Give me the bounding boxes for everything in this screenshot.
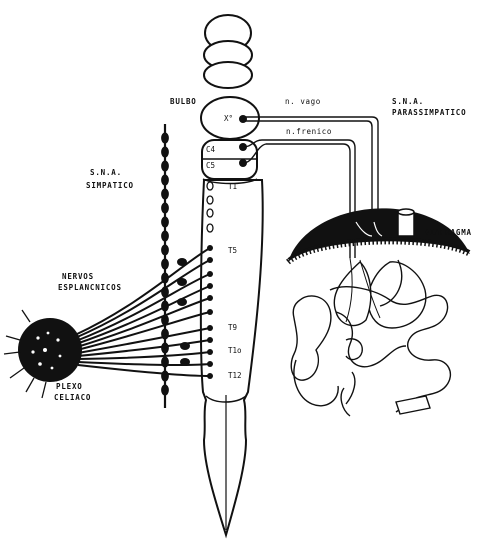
- label-t5: T5: [228, 246, 237, 255]
- thoracolumbar-cord: [201, 180, 263, 535]
- label-bulbo: BULBO: [170, 97, 197, 106]
- label-nervos: NERVOS: [62, 272, 94, 281]
- ascending-colon: [291, 296, 331, 380]
- spot: [31, 350, 34, 353]
- label-c4: C4: [206, 145, 216, 154]
- root-dot: [207, 361, 213, 367]
- stomach: [368, 262, 426, 328]
- root-dot: [207, 337, 213, 343]
- ring: [207, 182, 213, 190]
- label-t12: T12: [228, 371, 242, 380]
- root-dot: [207, 271, 213, 277]
- paravertebral-ganglion: [177, 258, 187, 266]
- label-sna-parassimpatico-1: S.N.A.: [392, 97, 424, 106]
- chain-ganglion: [162, 203, 169, 213]
- label-plexo: PLEXO: [56, 382, 83, 391]
- branch: [26, 378, 34, 392]
- label-n-frenico: n.frenico: [286, 127, 332, 136]
- label-diafragma: DIAFRAGMA: [424, 228, 472, 237]
- root-dot: [207, 325, 213, 331]
- chain-ganglion: [162, 231, 169, 241]
- paravertebral-ganglion: [180, 342, 190, 350]
- chain-ganglion: [162, 133, 169, 143]
- spot: [36, 336, 39, 339]
- chain-ganglion: [162, 189, 169, 199]
- chain-ganglion: [162, 343, 169, 353]
- spot: [56, 338, 59, 341]
- spot: [47, 332, 50, 335]
- celiac-ganglion: [18, 318, 82, 382]
- x-nucleus-dot: [239, 115, 247, 123]
- label-sna-parassimpatico-2: PARASSIMPATICO: [392, 108, 466, 117]
- c5-dot: [239, 159, 247, 167]
- label-n-vago: n. vago: [285, 97, 321, 106]
- root-dot: [207, 349, 213, 355]
- mesenteric-vessels: [341, 372, 355, 416]
- branch: [6, 336, 20, 340]
- label-t9: T9: [228, 323, 237, 332]
- splanchnic-fiber: [75, 260, 210, 338]
- label-t10: T1o: [228, 346, 242, 355]
- chain-ganglion: [162, 175, 169, 185]
- ring: [207, 224, 213, 232]
- chain-ganglion: [162, 385, 169, 395]
- label-celiaco: CELIACO: [54, 393, 91, 402]
- label-esplancnicos: ESPLANCNICOS: [58, 283, 122, 292]
- spot: [59, 355, 62, 358]
- liver-lobe: [334, 262, 371, 326]
- spot: [43, 348, 47, 352]
- splanchnic-nerves: [75, 248, 210, 376]
- label-x: X°: [224, 114, 233, 123]
- c4-dot: [239, 143, 247, 151]
- root-dot: [207, 257, 213, 263]
- ring: [207, 209, 213, 217]
- abdominal-viscera: [291, 258, 450, 416]
- colon-end: [396, 396, 430, 414]
- ring: [207, 196, 213, 204]
- chain-ganglion: [162, 259, 169, 269]
- root-dot: [207, 373, 213, 379]
- root-dot: [207, 309, 213, 315]
- branch: [10, 368, 24, 378]
- splanchnic-fiber: [78, 362, 210, 365]
- label-c5: C5: [206, 161, 215, 170]
- branch: [22, 310, 30, 322]
- esophagus-top: [398, 209, 414, 215]
- chain-ganglion: [162, 245, 169, 255]
- root-dot: [207, 245, 213, 251]
- chain-ganglion: [162, 161, 169, 171]
- spot: [38, 362, 42, 366]
- chain-ganglion: [162, 217, 169, 227]
- paravertebral-ganglion: [177, 278, 187, 286]
- paravertebral-ganglion: [180, 358, 190, 366]
- splanchnic-fiber: [78, 365, 210, 376]
- splanchnic-fiber: [77, 298, 210, 347]
- label-t1: T1: [228, 182, 237, 191]
- root-dot: [207, 283, 213, 289]
- paravertebral-ganglion: [177, 298, 187, 306]
- branch: [4, 352, 20, 354]
- branch: [42, 382, 46, 398]
- label-sna-simpatico-2: SIMPATICO: [86, 181, 134, 190]
- root-dot: [207, 295, 213, 301]
- chain-ganglion: [162, 147, 169, 157]
- brainstem-segment: [204, 62, 252, 88]
- spot: [51, 367, 54, 370]
- label-sna-simpatico-1: S.N.A.: [90, 168, 122, 177]
